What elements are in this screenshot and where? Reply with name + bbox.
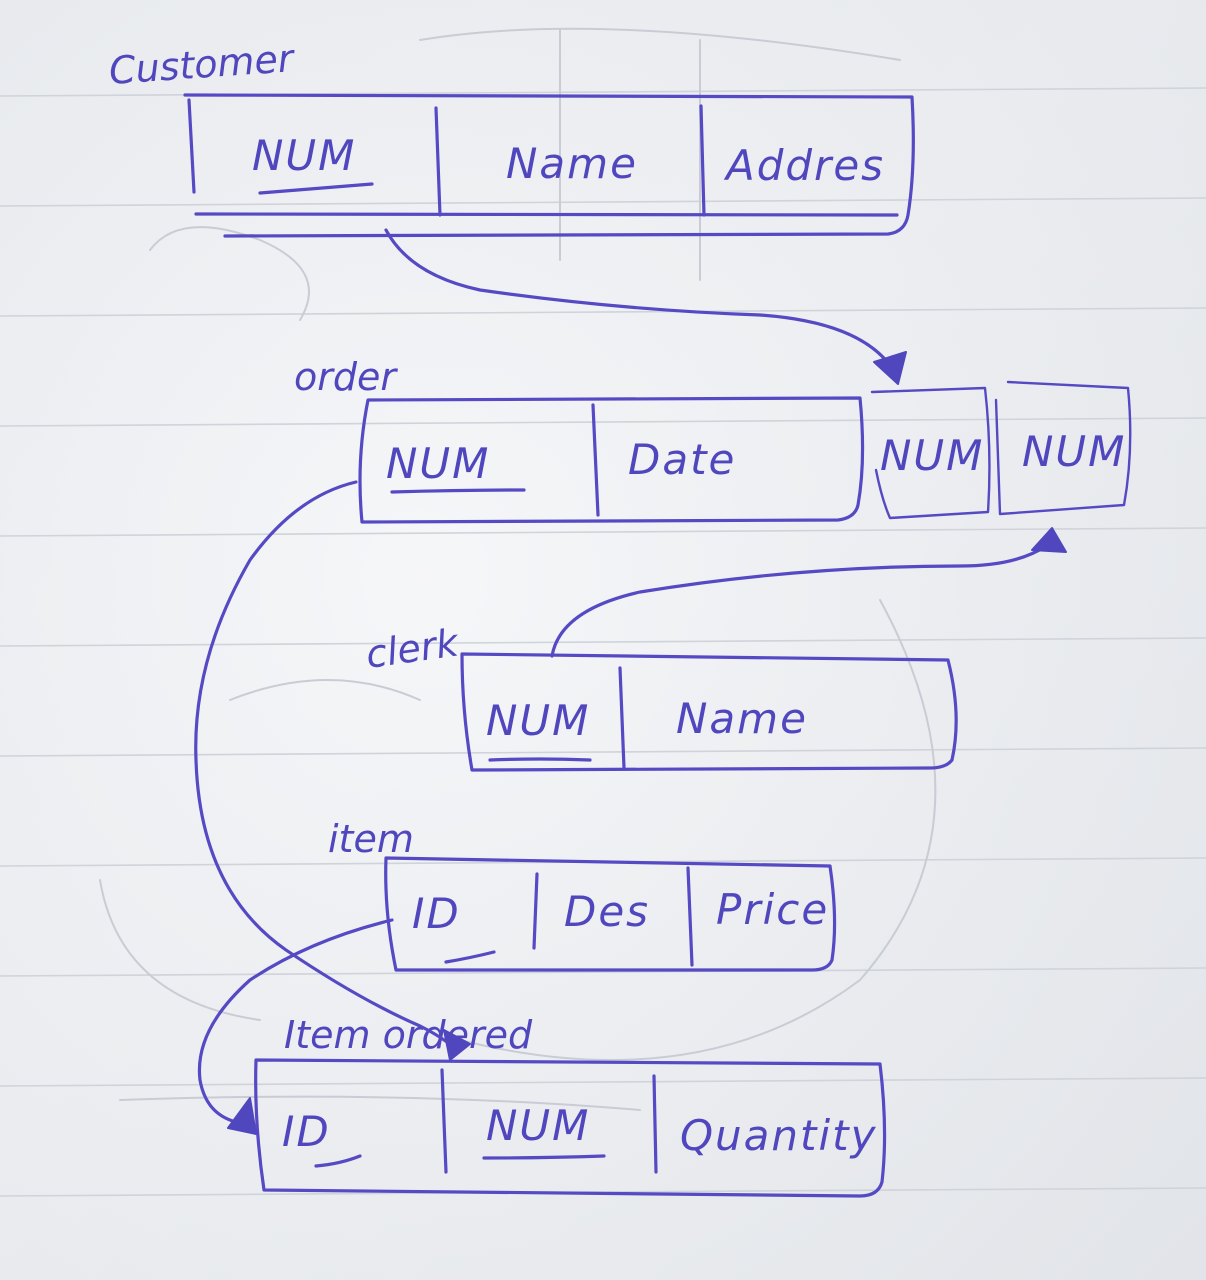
item-divider-1	[532, 872, 539, 950]
item-field-price: Price	[716, 885, 829, 934]
item-ordered-id-pk-underline	[314, 1154, 362, 1168]
order-table-outline	[358, 396, 865, 524]
item-field-des: Des	[564, 887, 650, 936]
order-table: order NUM Date NUM NUM	[294, 355, 1132, 524]
order-field-num: NUM	[386, 439, 490, 488]
item-table-outline	[384, 856, 837, 972]
customer-field-num: NUM	[252, 131, 356, 180]
order-fk-num-1: NUM	[880, 431, 984, 480]
arrow-order-to-item-ordered-line	[194, 480, 454, 1048]
clerk-table-outline	[460, 652, 958, 772]
customer-table-outline	[183, 93, 915, 238]
arrow-clerk-to-order	[550, 527, 1067, 658]
customer-divider-2	[699, 104, 706, 217]
item-table: item ID Des Price	[328, 817, 837, 972]
arrow-item-to-item-ordered-head	[227, 1097, 257, 1135]
order-fk-box-2	[994, 380, 1132, 516]
clerk-field-name: Name	[676, 694, 808, 743]
arrow-clerk-to-order-line	[550, 544, 1048, 658]
order-num-pk-underline	[390, 488, 526, 494]
item-ordered-num-pk-underline	[482, 1154, 606, 1160]
customer-table-inner-border	[187, 98, 899, 217]
clerk-num-pk-underline	[488, 757, 592, 762]
item-ordered-divider-2	[652, 1074, 658, 1174]
item-ordered-table: Item ordered ID NUM Quantity	[254, 1013, 887, 1198]
arrow-item-to-item-ordered-line	[197, 918, 394, 1124]
customer-field-address: Addres	[723, 141, 885, 190]
order-fk-box-1	[870, 386, 991, 520]
item-divider-2	[686, 866, 694, 967]
arrow-item-to-item-ordered	[197, 918, 394, 1135]
arrow-clerk-to-order-head	[1031, 527, 1067, 553]
item-table-label: item	[328, 817, 414, 861]
arrow-customer-to-order-line	[384, 228, 894, 370]
item-ordered-field-quantity: Quantity	[680, 1111, 878, 1160]
arrow-customer-to-order-head	[873, 351, 907, 385]
order-divider	[591, 403, 600, 517]
item-ordered-field-id: ID	[282, 1107, 331, 1156]
order-fk-num-2: NUM	[1022, 427, 1126, 476]
order-field-date: Date	[628, 435, 736, 484]
item-ordered-divider-1	[440, 1068, 448, 1174]
customer-divider-1	[434, 106, 442, 217]
arrow-customer-to-order	[384, 228, 907, 385]
clerk-field-num: NUM	[486, 696, 590, 745]
arrow-order-to-item-ordered-head	[443, 1029, 471, 1061]
item-ordered-table-outline	[254, 1058, 887, 1198]
show-through-back-page	[99, 27, 937, 1111]
item-id-pk-underline	[444, 950, 496, 964]
order-table-label: order	[294, 355, 398, 399]
clerk-divider	[618, 666, 626, 770]
item-ordered-field-num: NUM	[486, 1101, 590, 1150]
customer-num-pk-underline	[258, 182, 374, 195]
arrow-order-to-item-ordered	[194, 480, 471, 1061]
customer-field-name: Name	[506, 139, 638, 188]
item-field-id: ID	[412, 889, 461, 938]
